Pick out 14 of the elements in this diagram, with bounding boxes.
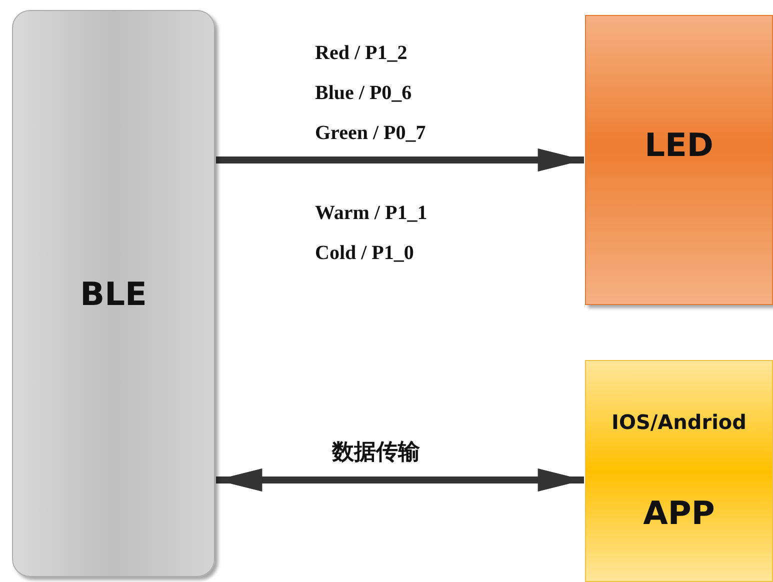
pin-label: Cold / P1_0 [315,242,414,265]
arrow [216,148,584,172]
node-label: BLE [80,274,147,312]
pin-label: Green / P0_7 [315,122,426,145]
pin-label: Red / P1_2 [315,42,408,65]
pin-label: Warm / P1_1 [315,202,428,225]
node-label: APP [643,494,715,532]
module-box [12,10,215,577]
pin-label: Blue / P0_6 [315,82,412,105]
component-box [585,360,773,582]
node-label: IOS/Andriod [612,410,746,434]
component-box [585,15,773,305]
arrow [216,468,584,492]
node-label: LED [644,126,714,164]
